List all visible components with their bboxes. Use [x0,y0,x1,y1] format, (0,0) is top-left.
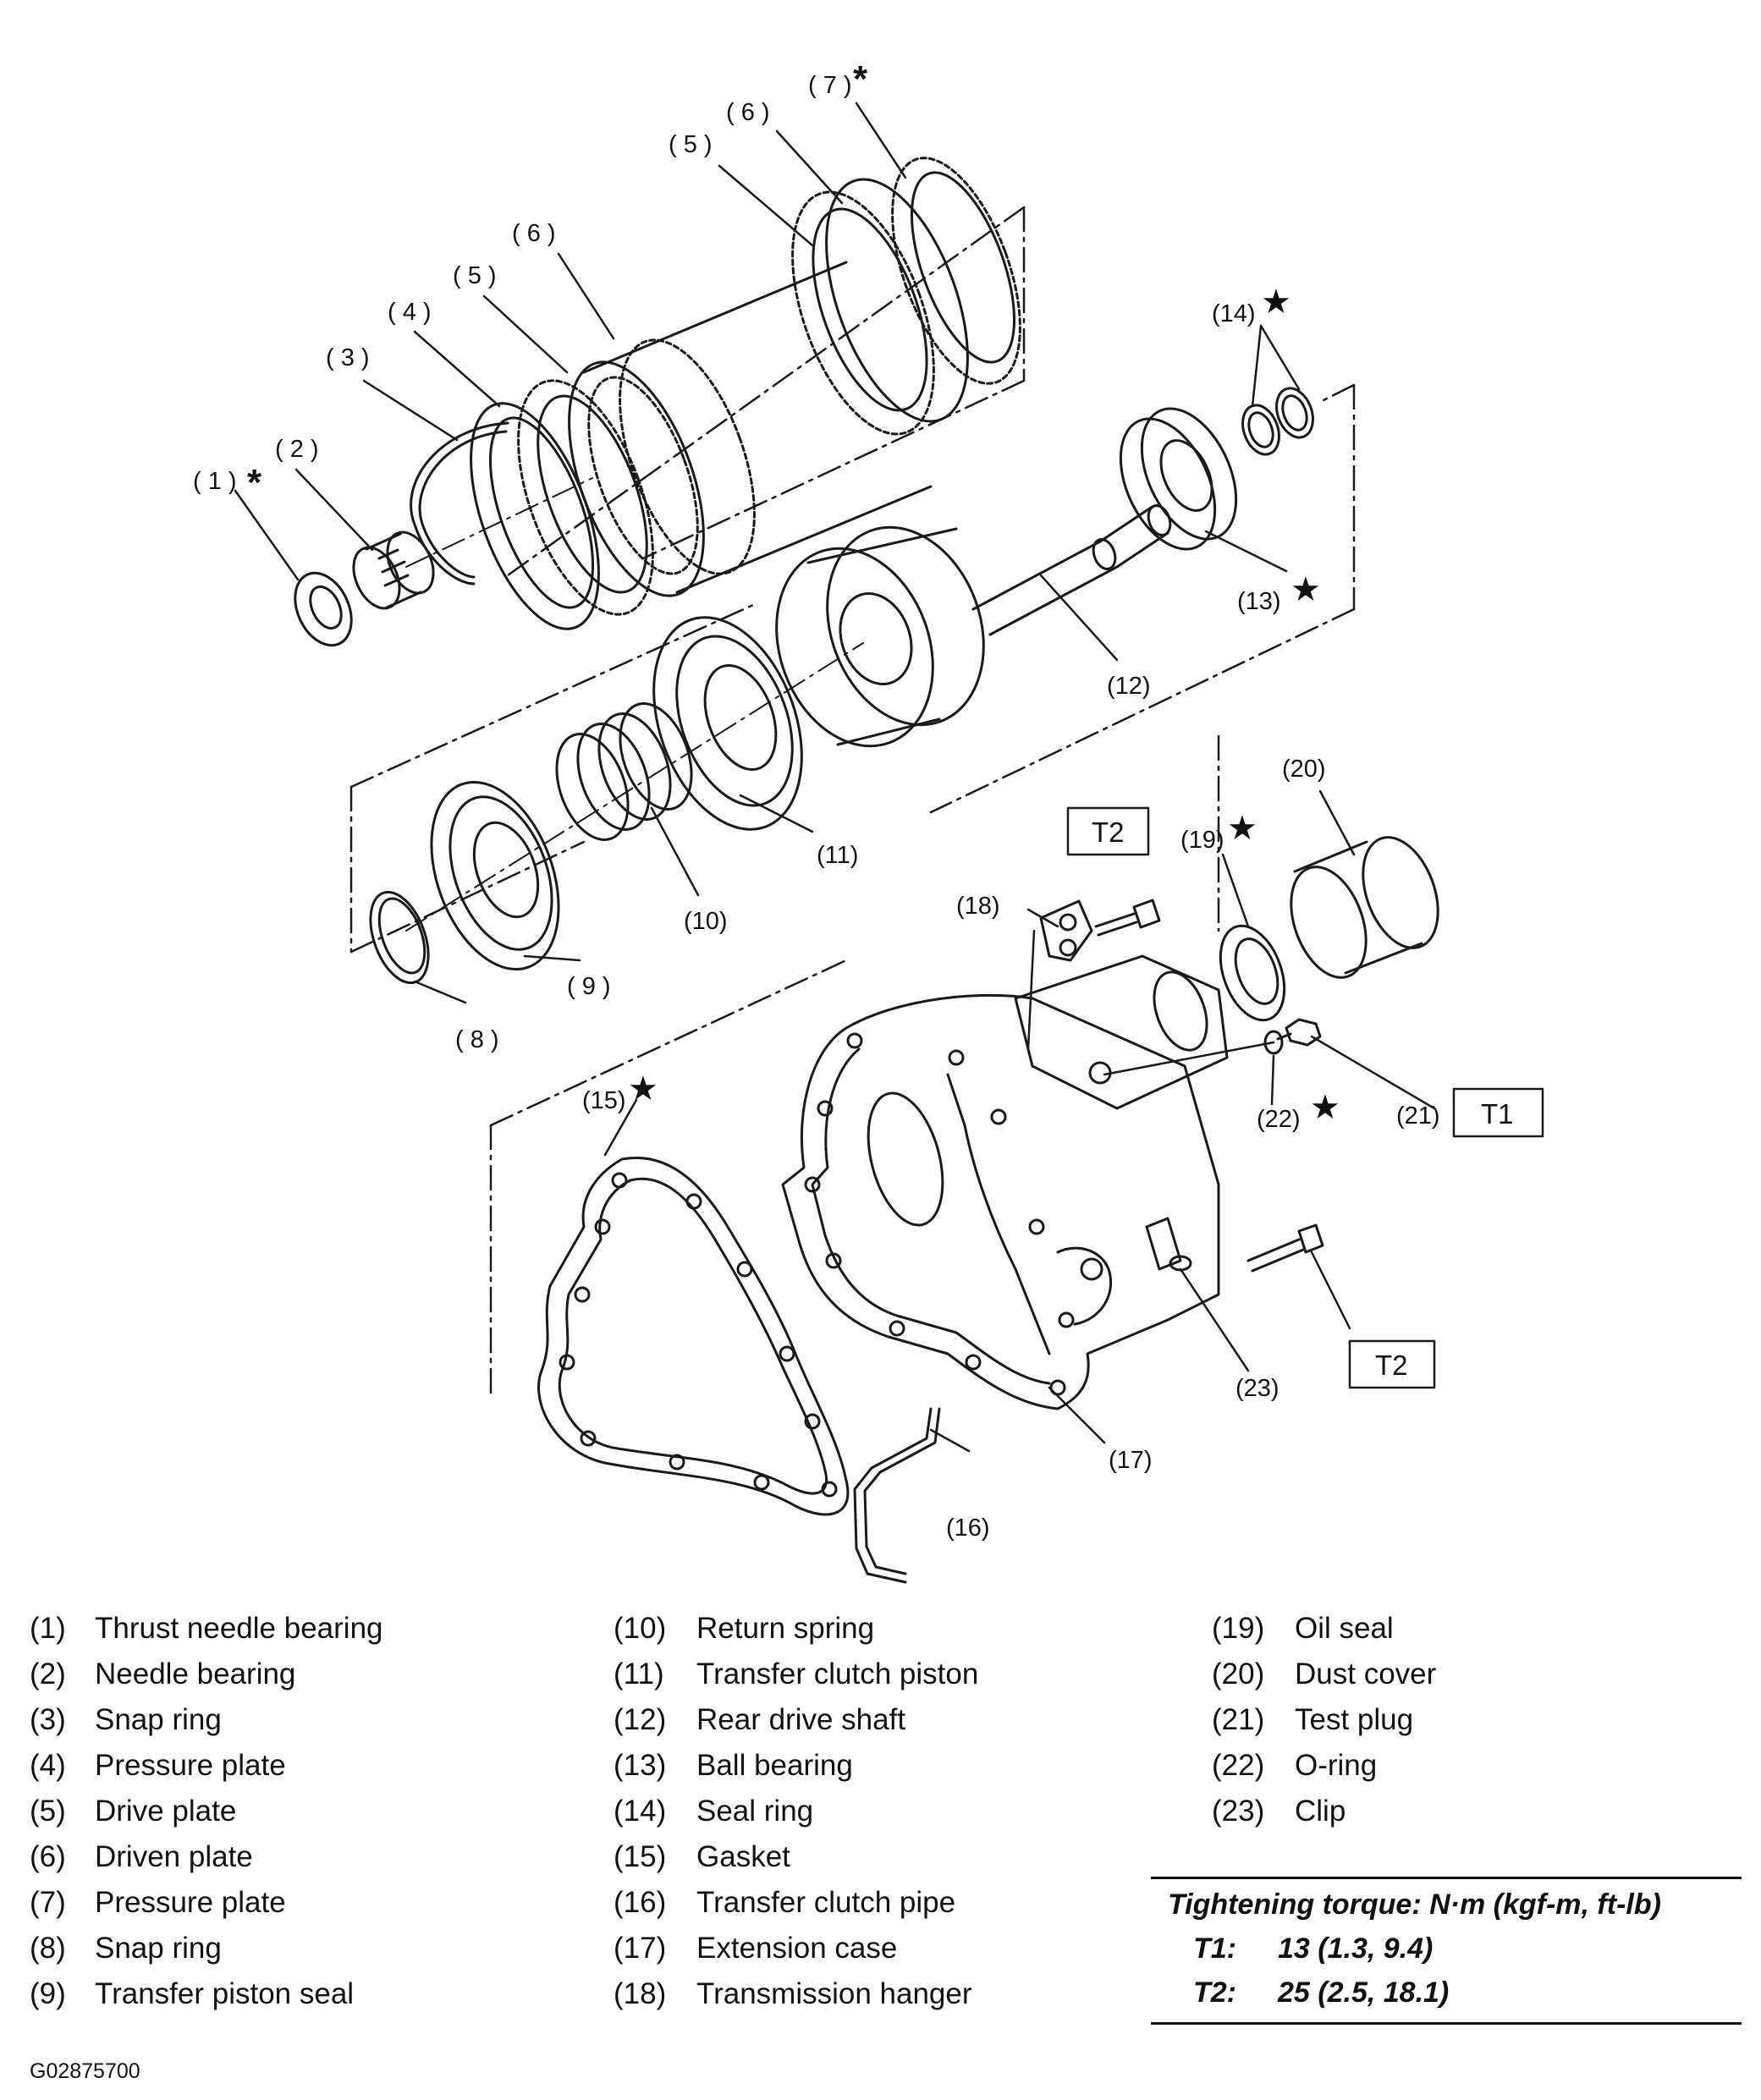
callout-3: ( 3 ) [326,344,370,371]
part-22-o-ring [1263,1030,1284,1055]
part-12-rear-drive-shaft [775,504,1172,748]
callout-17: (17) [1109,1447,1153,1474]
torque-key: T1: [1193,1932,1236,1965]
callout-16: (16) [946,1515,990,1542]
exploded-parts-diagram: ( 1 ) * ( 2 ) ( 3 ) ( 4 ) ( 5 ) ( 6 ) ( … [193,58,1544,1584]
callout-18: (18) [956,893,1000,920]
callout-6a: ( 6 ) [512,220,556,247]
upper-center-axis [405,477,593,568]
part-2-needle-bearing [352,530,435,610]
callout-22: (22) [1257,1106,1301,1133]
callout-1-asterisk: * [247,462,262,503]
callout-4: ( 4 ) [388,299,432,326]
callout-10: (10) [684,908,728,935]
figure-code: G02875700 [30,2059,140,2083]
torque-table-bottom-rule [1151,2022,1742,2025]
hanger-bolt [1094,899,1161,937]
callout-5b: ( 5 ) [669,131,713,158]
part-3-snap-ring [410,421,509,585]
part-6-driven-plate-rear [825,178,969,423]
callout-1: ( 1 ) [193,468,237,495]
t2-lower-box [1348,1339,1436,1389]
callout-19-star: ★ [1227,810,1257,847]
torque-table-top-rule [1151,1877,1742,1879]
part-1-thrust-needle-bearing [294,571,353,647]
callout-6b: ( 6 ) [726,99,770,126]
part-13-ball-bearing [1119,407,1238,551]
callout-5a: ( 5 ) [453,262,497,289]
lower-bolt [1246,1223,1324,1273]
torque-table-title: Tightening torque: N·m (kgf-m, ft-lb) [1168,1888,1661,1921]
part-11-transfer-clutch-piston [652,616,803,831]
part-15-gasket [537,1157,850,1516]
callout-2: ( 2 ) [275,436,319,463]
part-21-test-plug [1276,1018,1322,1047]
callout-9: ( 9 ) [567,973,611,1000]
callout-14-star: ★ [1261,283,1291,321]
callout-13-star: ★ [1290,571,1321,608]
clutch-stack-body [582,261,933,594]
upper-assembly-frame [349,206,1356,1398]
callout-19: (19) [1180,827,1224,854]
callout-15: (15) [582,1087,626,1114]
torque-value: 13 (1.3, 9.4) [1278,1932,1434,1965]
t1-label: T1 [1481,1098,1514,1130]
lower-center-axis [405,642,864,932]
callout-11: (11) [817,842,858,869]
callout-8: ( 8 ) [455,1026,499,1053]
callout-labels: ( 1 ) * ( 2 ) ( 3 ) ( 4 ) ( 5 ) ( 6 ) ( … [193,58,1514,1542]
callout-22-star: ★ [1310,1089,1340,1126]
callout-21: (21) [1396,1102,1440,1130]
part-9-transfer-piston-seal [430,780,560,971]
part-7-pressure-plate [891,157,1021,385]
callout-20: (20) [1282,756,1326,783]
t2-upper-label: T2 [1092,816,1125,848]
callout-23: (23) [1235,1375,1279,1402]
callout-12: (12) [1107,673,1151,700]
callout-7-asterisk: * [853,58,868,100]
part-18-transmission-hanger [1039,899,1093,962]
callout-13: (13) [1237,588,1281,615]
part-16-transfer-clutch-pipe [853,1407,941,1584]
t1-box [1452,1087,1544,1138]
t2-upper-box [1066,806,1150,856]
part-5-drive-plate [517,379,654,616]
part-23-clip [1145,1217,1192,1272]
leader-lines [234,102,1436,1453]
part-14-seal-rings [1241,387,1314,456]
callout-7: ( 7 ) [808,72,852,99]
part-19-oil-seal [1219,924,1286,1022]
part-6-driven-plate [568,360,705,597]
part-17-extension-case [781,954,1229,1410]
part-8-snap-ring [369,890,430,985]
part-10-return-spring [555,702,693,841]
callout-15-star: ★ [628,1070,658,1108]
part-5-drive-plate-rear [791,190,935,436]
torque-key: T2: [1193,1976,1236,2009]
part-20-dust-cover [1290,836,1439,979]
callout-14: (14) [1212,300,1256,327]
part-4-pressure-plate [470,402,600,630]
t2-lower-label: T2 [1375,1350,1408,1381]
torque-value: 25 (2.5, 18.1) [1278,1976,1450,2009]
